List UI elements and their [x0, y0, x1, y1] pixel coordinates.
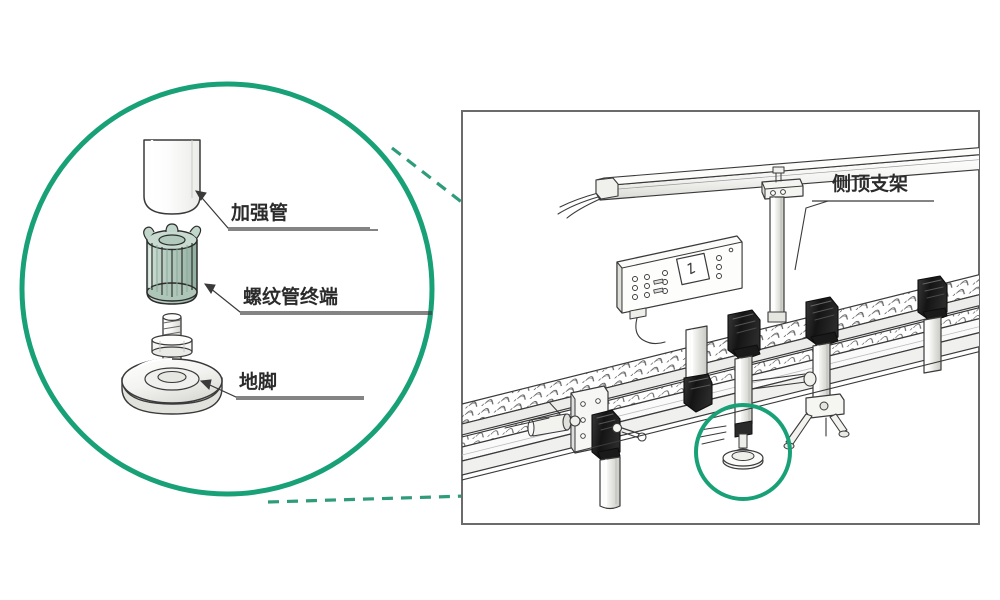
support-clamp-far-right	[917, 275, 948, 374]
control-panel	[616, 235, 743, 345]
label-side-top-bracket: 侧顶支架	[794, 173, 934, 271]
support-leg-center	[699, 309, 764, 470]
panel-display	[676, 252, 710, 286]
support-leg-far-left	[683, 325, 713, 413]
floor-line	[462, 351, 979, 481]
callout-threaded-tube-terminal-text: 螺纹管终端	[243, 285, 338, 308]
label-side-top-bracket-text: 侧顶支架	[832, 173, 908, 195]
callout-leveling-foot-text: 地脚	[239, 370, 277, 393]
part-leveling-foot	[121, 313, 223, 415]
detail-labels: 加强管 螺纹管终端 地脚	[195, 190, 432, 400]
part-reinforcement-tube	[143, 139, 201, 215]
vertical-support-post-ceiling	[767, 196, 787, 323]
ceiling-hanger-bracket	[761, 166, 804, 200]
callout-leveling-foot: 地脚	[199, 370, 364, 400]
support-leg-right	[751, 296, 850, 450]
detail-callout-circle	[19, 81, 435, 497]
foot-highlight-circle	[694, 403, 792, 501]
callout-threaded-tube-terminal: 螺纹管终端	[203, 283, 432, 315]
support-leg-left	[504, 385, 647, 510]
part-threaded-tube-terminal	[143, 223, 202, 305]
callout-reinforcement-tube-text: 加强管	[230, 201, 288, 224]
overhead-rail	[557, 147, 979, 219]
callout-reinforcement-tube: 加强管	[195, 190, 378, 231]
